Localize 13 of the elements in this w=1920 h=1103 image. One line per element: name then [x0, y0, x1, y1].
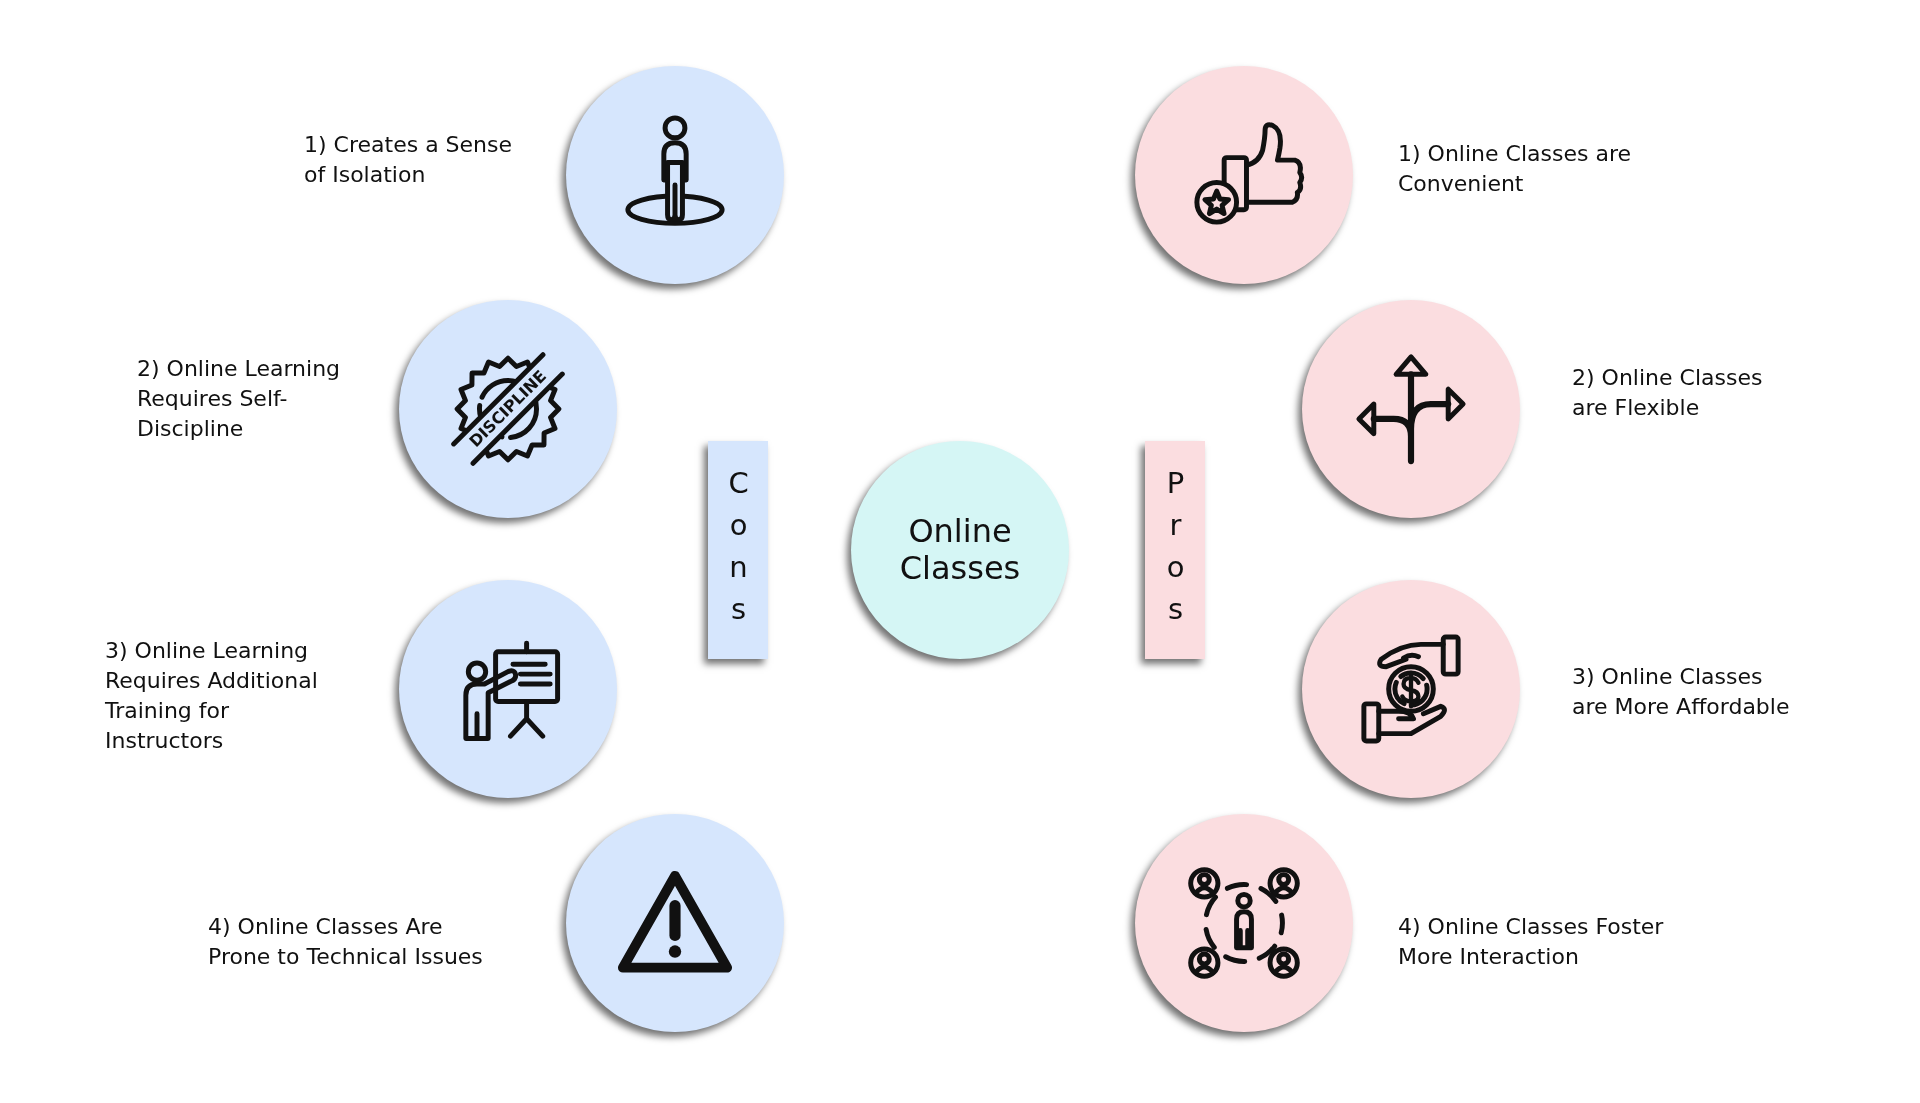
item-label: 4) Online Classes Foster More Interaction [1398, 913, 1665, 971]
item-label: 1) Online Classes are Convenient [1398, 140, 1632, 198]
item-label: 2) Online Learning Requires Self-Discipline [137, 355, 342, 443]
topic-title: Online Classes [898, 513, 1022, 587]
category-label: Pros [1160, 466, 1190, 634]
item-label: 1) Creates a Sense of Isolation [304, 131, 514, 189]
category-label: Cons [723, 466, 753, 634]
category-bar [708, 441, 768, 659]
item-label: 3) Online Classes are More Affordable [1572, 663, 1791, 721]
category-bar [1145, 441, 1205, 659]
item-label: 2) Online Classes are Flexible [1572, 364, 1764, 422]
item-label: 4) Online Classes Are Prone to Technical Issues [208, 913, 484, 971]
item-label: 3) Online Learning Requires Additional Training for Instructors [105, 637, 319, 755]
